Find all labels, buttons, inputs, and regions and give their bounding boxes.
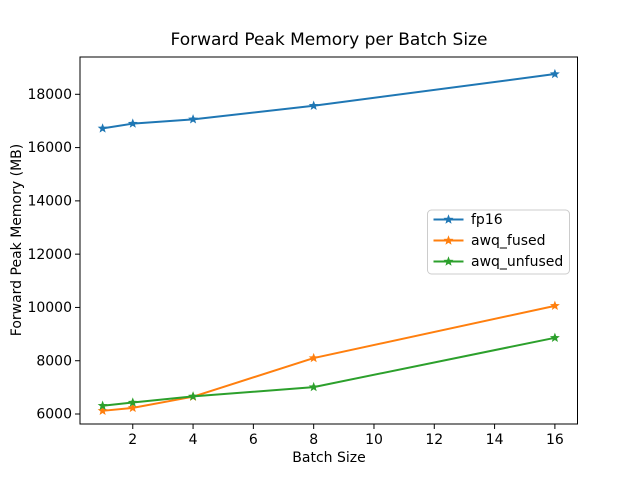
x-tick-label: 4	[189, 432, 198, 448]
legend-label-fp16: fp16	[471, 212, 503, 228]
x-tick-label: 2	[128, 432, 137, 448]
y-tick-label: 10000	[27, 300, 72, 316]
y-tick-label: 6000	[36, 407, 72, 423]
x-tick-label: 10	[365, 432, 383, 448]
y-axis-label: Forward Peak Memory (MB)	[9, 143, 25, 337]
y-tick-label: 12000	[27, 247, 72, 263]
series-marker-fp16	[308, 100, 319, 110]
y-tick-label: 16000	[27, 140, 72, 156]
x-tick-label: 12	[425, 432, 443, 448]
series-marker-fp16	[97, 123, 108, 133]
legend-box	[427, 209, 570, 275]
series-marker-awq_unfused	[188, 391, 199, 401]
series-marker-awq_unfused	[549, 332, 560, 343]
x-axis-label: Batch Size	[292, 450, 366, 466]
legend-marker-awq_unfused	[443, 256, 454, 266]
axes-spines	[79, 56, 578, 425]
series-marker-awq_fused	[549, 300, 560, 311]
series-marker-awq_unfused	[308, 381, 319, 392]
legend-label-awq_fused: awq_fused	[471, 233, 546, 249]
series-marker-fp16	[127, 118, 138, 128]
series-marker-awq_fused	[308, 352, 319, 363]
series-marker-awq_unfused	[97, 400, 108, 410]
legend-marker-fp16	[443, 214, 454, 224]
x-tick-label: 14	[486, 432, 504, 448]
chart-title: Forward Peak Memory per Batch Size	[170, 30, 488, 50]
y-tick-label: 8000	[36, 353, 72, 369]
x-tick-label: 8	[309, 432, 318, 448]
series-line-fp16	[102, 73, 556, 130]
y-tick-label: 18000	[27, 87, 72, 103]
series-line-awq_fused	[102, 304, 556, 412]
x-tick-label: 6	[249, 432, 258, 448]
series-marker-awq_fused	[97, 405, 108, 416]
series-line-awq_unfused	[102, 336, 556, 407]
series-marker-fp16	[188, 114, 199, 124]
legend-label-awq_unfused: awq_unfused	[471, 254, 563, 270]
series-marker-awq_fused	[127, 402, 138, 413]
series-marker-awq_unfused	[127, 397, 138, 407]
legend-marker-awq_fused	[443, 235, 454, 245]
y-tick-label: 14000	[27, 193, 72, 209]
x-tick-label: 16	[546, 432, 564, 448]
series-marker-fp16	[549, 68, 560, 79]
